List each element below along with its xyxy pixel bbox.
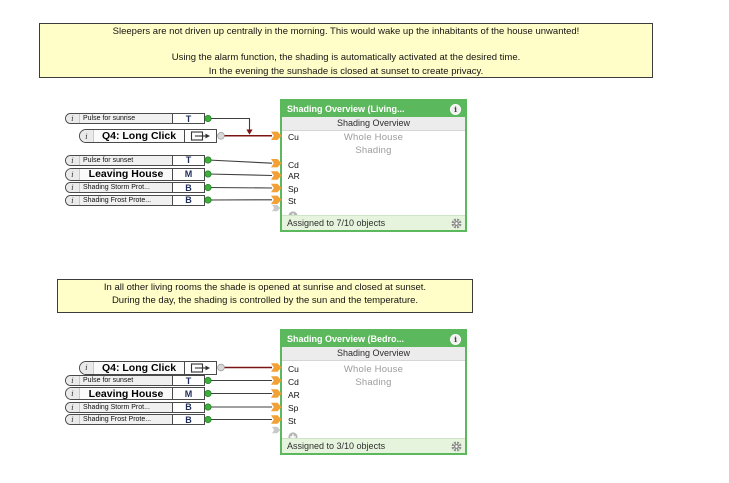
- wire-sunrise-to-cu: [208, 117, 251, 130]
- output-connector-dot[interactable]: [204, 376, 212, 385]
- source-label: Shading Storm Prot...: [83, 184, 150, 191]
- block-title: Shading Overview (Living...: [287, 104, 405, 114]
- output-connector-dot[interactable]: [217, 363, 225, 372]
- source-label: Pulse for sunset: [83, 377, 134, 384]
- assigned-status: Assigned to 3/10 objects: [287, 441, 386, 451]
- source-type-badge: B: [172, 183, 204, 193]
- source-label: Leaving House: [88, 168, 164, 180]
- block-description: Whole House: [343, 364, 404, 375]
- source-type-badge: B: [172, 195, 204, 205]
- output-connector-dot[interactable]: [204, 389, 212, 398]
- info-icon: i: [66, 415, 80, 424]
- block-header[interactable]: Shading Overview (Bedro... i: [282, 331, 465, 347]
- block-footer: Assigned to 3/10 objects: [282, 438, 465, 453]
- info-icon: i: [66, 376, 80, 385]
- source-type-badge: M: [172, 388, 204, 399]
- note-line: [40, 38, 652, 51]
- annotation-note-1: Sleepers are not driven up centrally in …: [39, 23, 653, 78]
- source-shading-storm-protection[interactable]: i Shading Storm Prot... B: [65, 401, 205, 413]
- info-icon: i: [66, 195, 80, 205]
- source-shading-frost-protection[interactable]: i Shading Frost Prote... B: [65, 194, 205, 206]
- source-pulse-for-sunrise[interactable]: i Pulse for sunrise T: [65, 113, 205, 124]
- source-leaving-house[interactable]: i Leaving House M: [65, 167, 205, 181]
- source-q4-long-click[interactable]: i Q4: Long Click: [79, 360, 217, 375]
- source-type-badge: T: [172, 114, 204, 124]
- input-label-st: St: [288, 416, 297, 426]
- info-icon[interactable]: i: [450, 333, 461, 345]
- info-icon: i: [66, 388, 80, 399]
- note-line: In the evening the sunshade is closed at…: [208, 65, 484, 77]
- info-icon: i: [66, 114, 80, 123]
- input-label-ar: AR: [288, 390, 300, 400]
- source-label: Q4: Long Click: [101, 130, 177, 142]
- note-line: In all other living rooms the shade is o…: [103, 282, 427, 293]
- source-label: Shading Storm Prot...: [83, 403, 150, 411]
- assigned-status: Assigned to 7/10 objects: [287, 218, 386, 228]
- source-type-badge: M: [172, 168, 204, 180]
- input-label-ar: AR: [288, 171, 300, 181]
- annotation-note-2: In all other living rooms the shade is o…: [57, 279, 473, 313]
- function-block-shading-bedroom[interactable]: Shading Overview (Bedro... i Shading Ove…: [280, 329, 467, 455]
- info-icon[interactable]: i: [450, 103, 461, 115]
- source-label: Pulse for sunset: [83, 156, 134, 164]
- output-connector-dot[interactable]: [204, 183, 212, 192]
- block-description: Shading: [355, 377, 392, 388]
- source-type-badge: T: [172, 376, 204, 386]
- gear-icon[interactable]: [451, 218, 462, 229]
- source-shading-storm-protection[interactable]: i Shading Storm Prot... B: [65, 182, 205, 193]
- info-icon: i: [66, 402, 80, 412]
- info-icon: i: [66, 183, 80, 192]
- note-line: During the day, the shading is controlle…: [111, 295, 419, 307]
- block-subtitle: Shading Overview: [282, 347, 465, 361]
- output-connector-dot[interactable]: [204, 114, 212, 123]
- source-type-badge: B: [172, 402, 204, 412]
- input-label-cd: Cd: [288, 377, 299, 387]
- info-icon: i: [80, 361, 94, 374]
- input-label-sp: Sp: [288, 184, 299, 194]
- source-type-badge: B: [172, 415, 204, 425]
- output-reference-icon: [184, 361, 216, 374]
- block-description: Shading: [355, 145, 392, 156]
- output-connector-dot[interactable]: [204, 170, 212, 178]
- source-label: Shading Frost Prote...: [83, 196, 152, 204]
- output-connector-dot[interactable]: [204, 156, 212, 164]
- source-shading-frost-protection[interactable]: i Shading Frost Prote... B: [65, 414, 205, 425]
- block-footer: Assigned to 7/10 objects: [282, 215, 465, 230]
- wire-sunset-to-cd: [207, 159, 273, 164]
- info-icon: i: [80, 130, 94, 142]
- source-pulse-for-sunset[interactable]: i Pulse for sunset T: [65, 375, 205, 386]
- source-q4-long-click[interactable]: i Q4: Long Click: [79, 129, 217, 143]
- wire-leaving-to-ar: [207, 173, 273, 177]
- output-connector-dot[interactable]: [217, 132, 225, 140]
- note-line: Sleepers are not driven up centrally in …: [112, 26, 580, 37]
- source-pulse-for-sunset[interactable]: i Pulse for sunset T: [65, 154, 205, 166]
- source-type-badge: T: [172, 155, 204, 165]
- function-block-shading-living[interactable]: Shading Overview (Living... i Shading Ov…: [280, 99, 467, 232]
- output-connector-dot[interactable]: [204, 415, 212, 424]
- source-label: Pulse for sunrise: [83, 115, 136, 122]
- note-line: Using the alarm function, the shading is…: [171, 52, 521, 64]
- input-label-cu: Cu: [288, 364, 299, 374]
- output-connector-dot[interactable]: [204, 403, 212, 411]
- input-label-sp: Sp: [288, 403, 299, 413]
- info-icon: i: [66, 155, 80, 165]
- input-label-cu: Cu: [288, 132, 299, 142]
- block-subtitle: Shading Overview: [282, 117, 465, 131]
- source-leaving-house[interactable]: i Leaving House M: [65, 387, 205, 400]
- input-label-st: St: [288, 196, 297, 206]
- gear-icon[interactable]: [451, 441, 462, 452]
- block-title: Shading Overview (Bedro...: [287, 334, 405, 344]
- source-label: Q4: Long Click: [101, 361, 177, 374]
- wire-storm-to-sp: [207, 186, 273, 189]
- source-label: Shading Frost Prote...: [83, 416, 152, 423]
- output-connector-dot[interactable]: [204, 196, 212, 204]
- block-header[interactable]: Shading Overview (Living... i: [282, 101, 465, 117]
- info-icon: i: [66, 168, 80, 180]
- input-label-cd: Cd: [288, 160, 299, 170]
- wire-junction-arrow: [246, 129, 253, 135]
- output-reference-icon: [184, 130, 216, 142]
- block-description: Whole House: [343, 132, 404, 143]
- source-label: Leaving House: [88, 388, 164, 399]
